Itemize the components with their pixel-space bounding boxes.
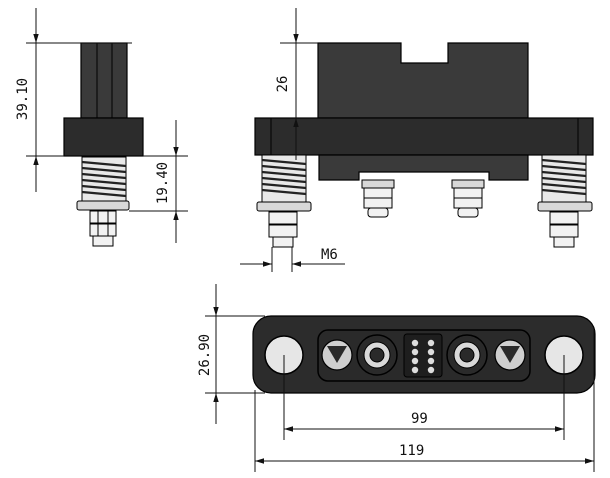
dim-side-height: 39.10	[15, 78, 31, 120]
side-flange	[63, 117, 144, 157]
front-lower-body	[318, 154, 529, 181]
front-terminal-right	[451, 179, 485, 218]
side-nut-lower	[89, 223, 117, 237]
signal-contact-block	[403, 333, 443, 378]
dim-bottom-height: 26.90	[197, 334, 213, 376]
side-view: 39.10 19.40	[15, 8, 188, 247]
front-housing-top	[317, 42, 529, 119]
side-bolt-tip	[92, 235, 114, 247]
dim-front-height: 26	[275, 76, 291, 93]
power-contact-left	[356, 334, 398, 376]
side-housing-top	[80, 42, 128, 119]
front-spring-right	[537, 154, 593, 248]
side-nut-upper	[89, 210, 117, 224]
bottom-view: 26.90 99 119	[197, 284, 596, 472]
dim-overall-length: 119	[399, 443, 424, 459]
front-terminal-left	[361, 179, 395, 218]
dim-hole-spacing: 99	[411, 411, 428, 427]
side-spring	[81, 156, 127, 202]
front-view: 26 M6	[240, 8, 594, 272]
power-contact-right	[446, 334, 488, 376]
dim-thread: M6	[321, 247, 338, 263]
front-flange	[254, 117, 594, 156]
dim-spring-height: 19.40	[155, 162, 171, 204]
side-washer	[76, 200, 130, 211]
front-spring-left	[256, 154, 312, 248]
